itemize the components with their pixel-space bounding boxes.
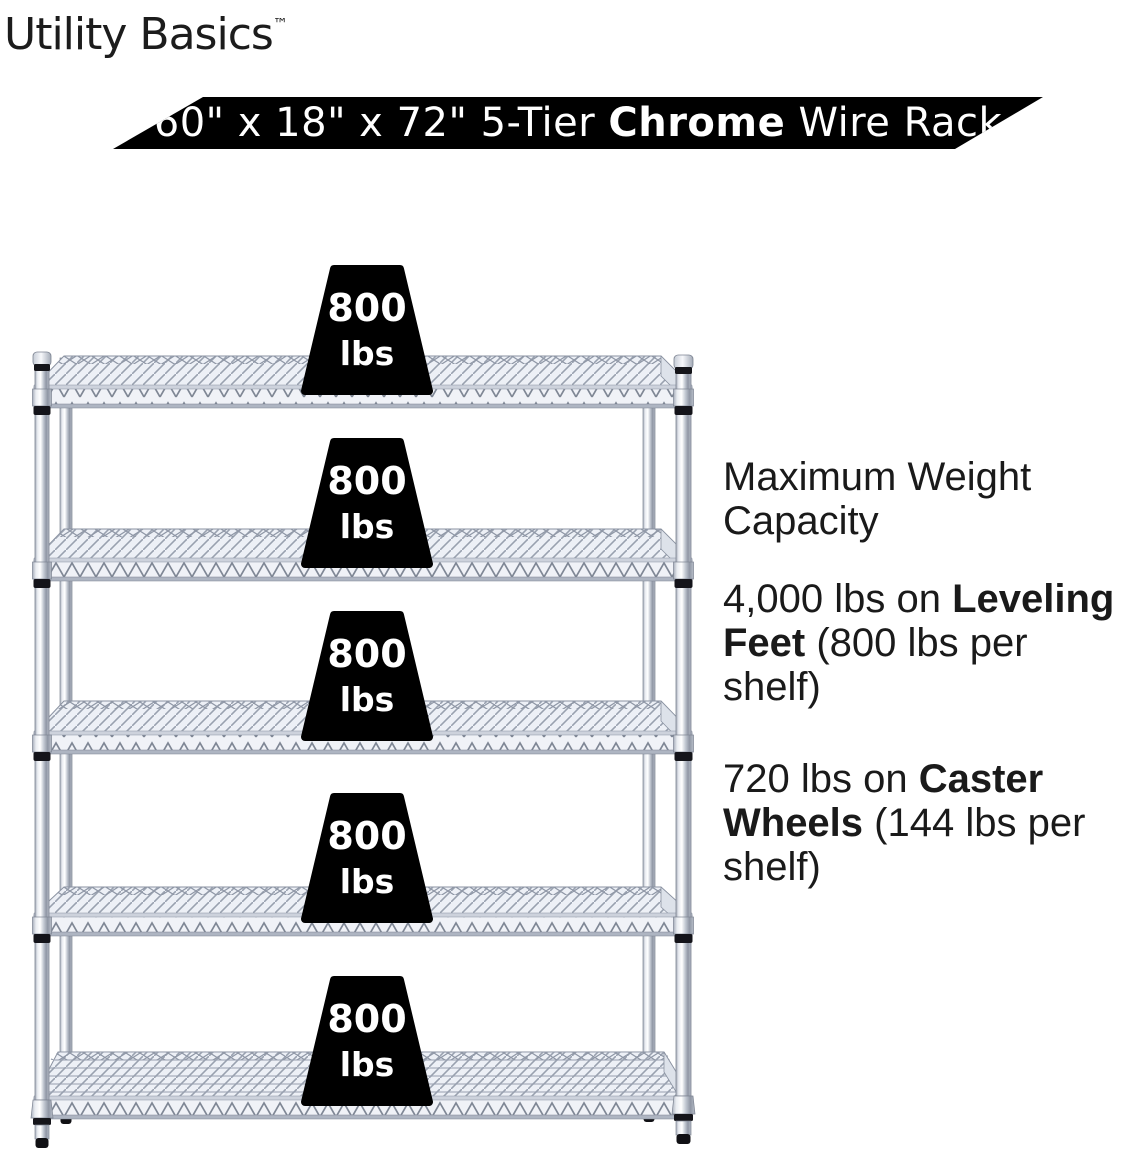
trademark-symbol: ™: [272, 15, 288, 33]
weight-badge: 800 lbs: [301, 265, 433, 395]
text-segment: Chrome: [608, 100, 786, 146]
weight-unit-label: lbs: [340, 1045, 395, 1084]
weight-unit-label: lbs: [340, 862, 395, 901]
capacity-info: Maximum Weight Capacity 4,000 lbs on Lev…: [723, 455, 1123, 937]
text-segment: Caster Wheels: [723, 757, 1044, 845]
weight-value-label: 800: [327, 286, 406, 330]
weight-value-label: 800: [327, 997, 406, 1041]
leveling-capacity-text: 4,000 lbs on Leveling Feet (800 lbs per …: [723, 577, 1123, 709]
text-segment: (800 lbs per shelf): [723, 621, 1028, 709]
caster-capacity-text: 720 lbs on Caster Wheels (144 lbs per sh…: [723, 757, 1123, 889]
weight-unit-label: lbs: [340, 680, 395, 719]
text-segment: 720 lbs on: [723, 757, 919, 801]
capacity-heading: Maximum Weight Capacity: [723, 455, 1032, 543]
product-title: 60" x 18" x 72" 5-Tier Chrome Wire Rack: [154, 100, 1002, 146]
weight-badge-shape: [301, 976, 433, 1106]
text-segment: Wire Rack: [785, 100, 1003, 146]
brand-logo: Utility Basics™: [4, 0, 288, 63]
rack-post-front-right: [671, 354, 696, 1144]
weight-badge-shape: [301, 265, 433, 395]
text-segment: (144 lbs per shelf): [723, 801, 1086, 889]
weight-value-label: 800: [327, 459, 406, 503]
text-segment: 60" x 18" x 72" 5-Tier: [153, 100, 609, 146]
weight-badge-shape: [301, 438, 433, 568]
weight-unit-label: lbs: [340, 507, 395, 546]
weight-value-label: 800: [327, 814, 406, 858]
text-segment: 4,000 lbs on: [723, 577, 953, 621]
weight-badge-shape: [301, 611, 433, 741]
weight-value-label: 800: [327, 632, 406, 676]
weight-badge: 800 lbs: [301, 611, 433, 741]
text-segment: Leveling Feet: [723, 577, 1115, 665]
weight-badge: 800 lbs: [301, 793, 433, 923]
weight-unit-label: lbs: [340, 334, 395, 373]
brand-name: Utility Basics: [4, 9, 274, 60]
weight-badge-shape: [301, 793, 433, 923]
weight-badge: 800 lbs: [301, 438, 433, 568]
weight-badge: 800 lbs: [301, 976, 433, 1106]
rack-post-front-left: [30, 351, 54, 1148]
title-banner: 60" x 18" x 72" 5-Tier Chrome Wire Rack: [113, 97, 1043, 149]
